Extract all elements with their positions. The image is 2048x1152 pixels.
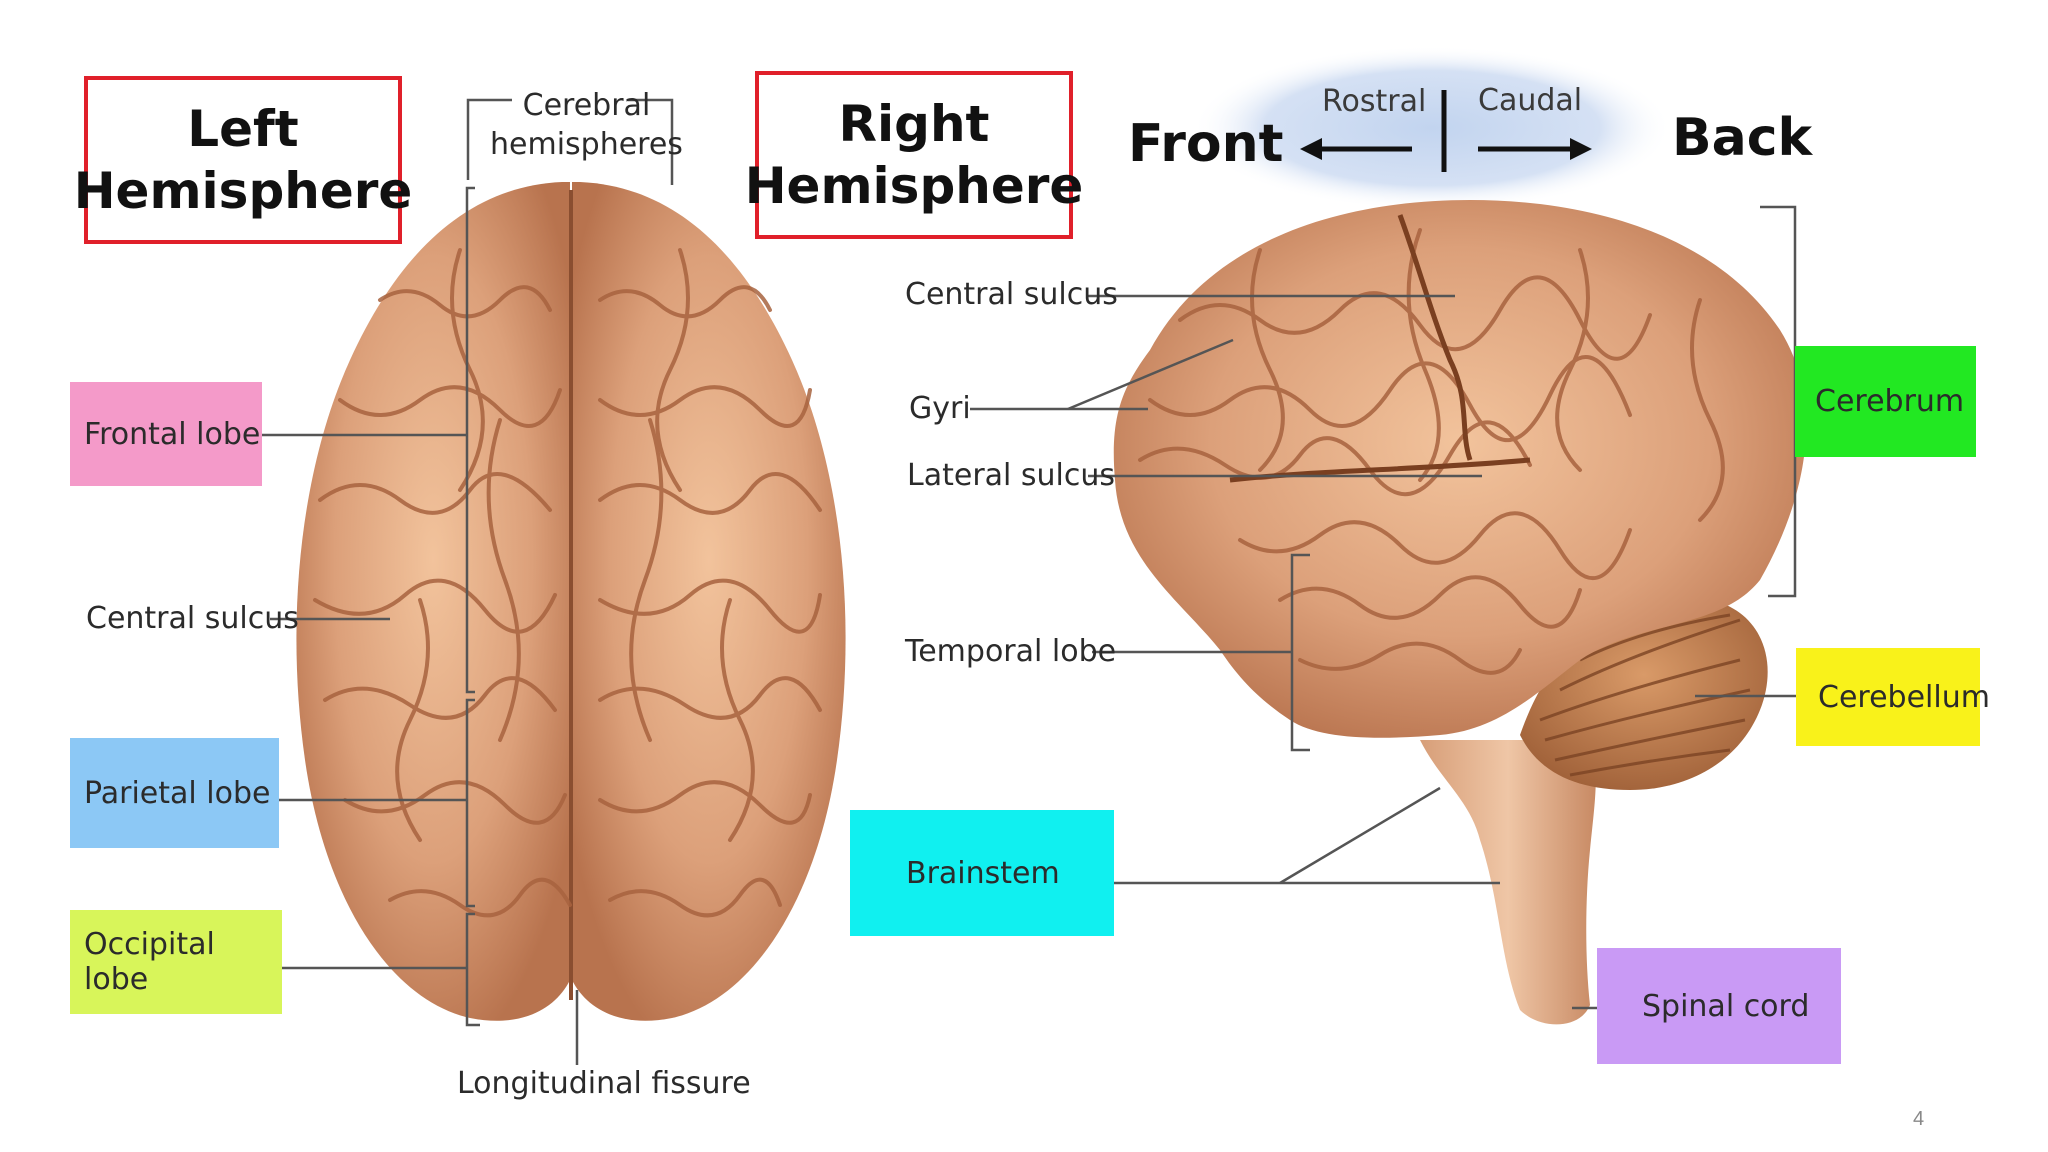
brainstem-text: Brainstem xyxy=(906,855,1060,891)
gyri-label: Gyri xyxy=(909,391,971,426)
page-number: 4 xyxy=(1913,1108,1925,1130)
temporal-lobe-label: Temporal lobe xyxy=(905,634,1117,669)
frontal-lobe-label: Frontal lobe xyxy=(70,382,262,486)
front-label: Front xyxy=(1128,114,1284,174)
left-hemisphere-title: Left Hemisphere xyxy=(74,76,412,244)
cerebrum-label: Cerebrum xyxy=(1795,346,1976,457)
parietal-lobe-text: Parietal lobe xyxy=(84,775,271,811)
left-title-line-1: Left xyxy=(187,99,299,158)
cerebellum-label: Cerebellum xyxy=(1796,648,1990,746)
cerebral-hemispheres-line-2: hemispheres xyxy=(490,127,683,162)
spinal-cord-label: Spinal cord xyxy=(1597,948,1841,1064)
spinal-cord-text: Spinal cord xyxy=(1642,988,1810,1024)
right-hemisphere-title: Right Hemisphere xyxy=(745,71,1083,239)
lateral-sulcus-label: Lateral sulcus xyxy=(907,458,1116,493)
left-title-line-2: Hemisphere xyxy=(73,162,413,220)
back-label: Back xyxy=(1672,108,1813,168)
central-sulcus-side-label: Central sulcus xyxy=(905,277,1118,312)
cerebrum-text: Cerebrum xyxy=(1815,384,1965,419)
right-title-line-1: Right xyxy=(838,94,990,153)
central-sulcus-top-label: Central sulcus xyxy=(86,601,299,636)
brainstem-label: Brainstem xyxy=(850,810,1114,936)
direction-arrows xyxy=(1300,90,1592,172)
longitudinal-fissure-label: Longitudinal fissure xyxy=(457,1066,751,1101)
cerebral-hemispheres-label: Cerebral hemispheres xyxy=(490,86,683,164)
cerebellum-text: Cerebellum xyxy=(1818,679,1990,715)
caudal-label: Caudal xyxy=(1478,83,1583,118)
occipital-lobe-label: Occipital lobe xyxy=(70,910,282,1014)
side-view-leaders xyxy=(970,205,1812,1010)
frontal-lobe-text: Frontal lobe xyxy=(84,416,261,452)
cerebral-hemispheres-line-1: Cerebral xyxy=(522,88,651,123)
direction-glow xyxy=(1192,46,1672,210)
top-view-brain xyxy=(296,182,846,1021)
side-view-brain xyxy=(1113,200,1807,1025)
rostral-label: Rostral xyxy=(1322,84,1427,119)
occipital-lobe-text: Occipital lobe xyxy=(84,927,215,997)
top-view-leaders xyxy=(238,98,674,1065)
parietal-lobe-label: Parietal lobe xyxy=(70,738,279,848)
right-title-line-2: Hemisphere xyxy=(744,157,1084,215)
